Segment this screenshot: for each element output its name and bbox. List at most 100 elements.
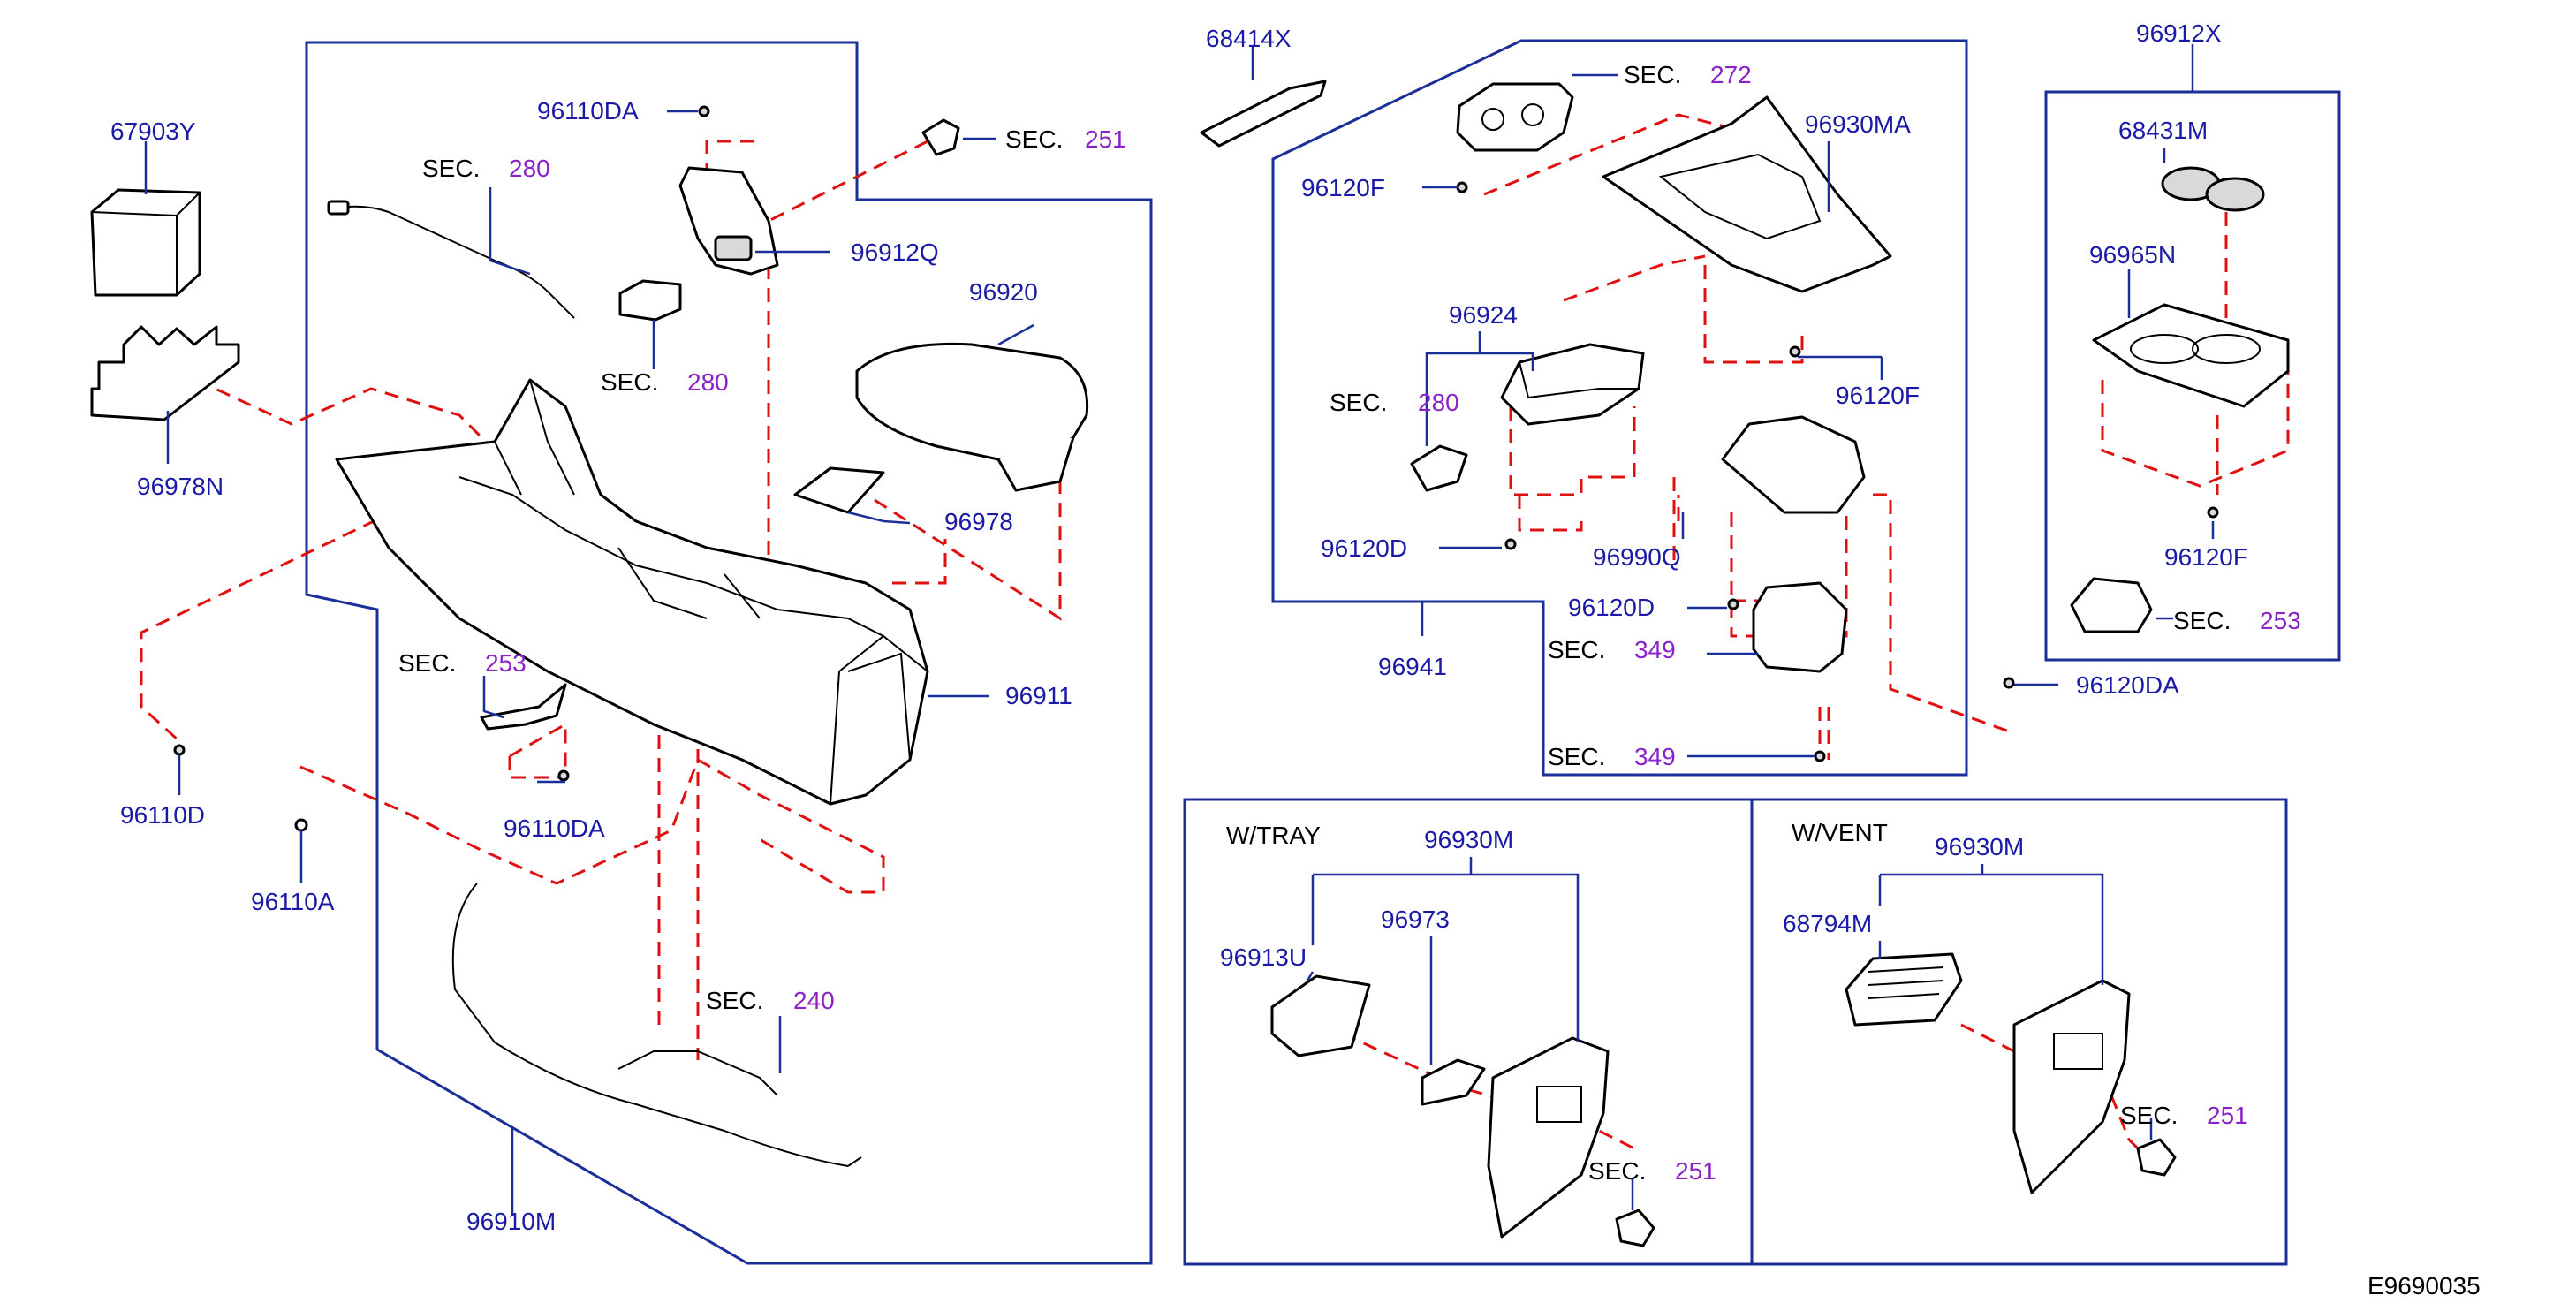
part-unit-sec349[interactable] xyxy=(1752,581,1848,673)
part-96978N-bracket[interactable] xyxy=(90,325,240,421)
part-rear-finisher-vent[interactable] xyxy=(2012,979,2131,1194)
screw-sec349[interactable] xyxy=(1814,750,1826,762)
screw-96120F-a[interactable] xyxy=(1456,181,1468,193)
sec-ref-280-a[interactable]: SEC. 280 xyxy=(422,155,550,182)
svg-text:251: 251 xyxy=(1085,125,1126,153)
part-96910M-harness[interactable] xyxy=(451,883,862,1167)
clip-96110A[interactable] xyxy=(294,818,308,832)
part-68414X-trim-strip[interactable] xyxy=(1200,80,1327,148)
sec-ref-280-b[interactable]: SEC. 280 xyxy=(601,368,729,396)
label-96110DA-mid: 96110DA xyxy=(504,815,605,842)
sec-ref-253-b[interactable]: SEC. 253 xyxy=(2173,607,2301,634)
part-harness-sec280[interactable] xyxy=(327,200,575,319)
label-96120F-c: 96120F xyxy=(2164,543,2248,571)
sec-ref-251-c[interactable]: SEC. 251 xyxy=(2120,1102,2248,1129)
svg-text:272: 272 xyxy=(1710,61,1752,88)
sec-ref-280-c[interactable]: SEC. 280 xyxy=(1330,389,1459,416)
part-clip-sec251-vent[interactable] xyxy=(2136,1138,2177,1177)
part-switch-sec253[interactable] xyxy=(2070,577,2153,633)
part-clip-sec251[interactable] xyxy=(921,118,960,156)
sec-ref-349-b[interactable]: SEC. 349 xyxy=(1548,743,1676,770)
screw-96120F-b[interactable] xyxy=(1789,345,1801,358)
sec-ref-251-a[interactable]: SEC. 251 xyxy=(1005,125,1126,153)
screw-96120DA[interactable] xyxy=(2003,677,2015,689)
svg-text:240: 240 xyxy=(793,987,835,1014)
screw-96110DA-mid[interactable] xyxy=(557,769,570,782)
label-96120DA: 96120DA xyxy=(2076,671,2179,699)
label-96930MA: 96930MA xyxy=(1805,110,1911,138)
svg-text:251: 251 xyxy=(2207,1102,2248,1129)
svg-text:280: 280 xyxy=(687,368,729,396)
part-clip-sec251-tray[interactable] xyxy=(1615,1209,1655,1247)
leader-lines xyxy=(144,44,2215,1215)
svg-text:SEC.: SEC. xyxy=(706,987,763,1014)
label-96978N: 96978N xyxy=(137,473,224,500)
main-console-frame xyxy=(305,41,1153,1265)
svg-text:SEC.: SEC. xyxy=(1588,1157,1646,1185)
part-96990Q-bracket[interactable] xyxy=(1721,415,1866,514)
part-96912Q-bracket[interactable] xyxy=(678,166,779,276)
label-96912Q: 96912Q xyxy=(851,239,939,266)
label-96110DA-top: 96110DA xyxy=(537,97,639,125)
part-96913U-bracket[interactable] xyxy=(1270,974,1371,1057)
part-68431M-mats[interactable] xyxy=(2161,166,2265,212)
svg-text:253: 253 xyxy=(485,649,527,677)
part-96978-mat[interactable] xyxy=(793,466,885,514)
svg-text:SEC.: SEC. xyxy=(1005,125,1063,153)
label-67903Y: 67903Y xyxy=(110,117,196,145)
label-96110A: 96110A xyxy=(251,888,335,915)
part-67903Y-pad[interactable] xyxy=(90,188,201,297)
svg-text:SEC.: SEC. xyxy=(1548,636,1605,663)
screw-96110DA-top[interactable] xyxy=(698,105,710,117)
label-96110D: 96110D xyxy=(120,801,205,829)
sec-ref-251-b[interactable]: SEC. 251 xyxy=(1588,1157,1716,1185)
label-96941: 96941 xyxy=(1378,653,1447,680)
label-68414X: 68414X xyxy=(1206,25,1292,52)
screw-96120D-b[interactable] xyxy=(1727,598,1739,610)
label-96913U: 96913U xyxy=(1220,943,1307,971)
part-96930MA-upper-finisher[interactable] xyxy=(1602,95,1892,293)
label-96910M: 96910M xyxy=(466,1208,556,1235)
part-rear-finisher-tray[interactable] xyxy=(1487,1036,1610,1239)
label-w-vent: W/VENT xyxy=(1792,819,1888,846)
label-96924: 96924 xyxy=(1449,301,1518,329)
upper-trim-frame xyxy=(1271,39,1968,777)
part-96924-pocket[interactable] xyxy=(1500,343,1645,426)
label-96973: 96973 xyxy=(1381,906,1450,933)
diagram-id: E9690035 xyxy=(2368,1272,2481,1300)
svg-text:SEC.: SEC. xyxy=(422,155,480,182)
w-tray-frame xyxy=(1183,798,1754,1266)
part-96920-armrest-lid[interactable] xyxy=(855,342,1089,492)
w-vent-frame xyxy=(1750,798,2288,1266)
part-96973-tray[interactable] xyxy=(1421,1058,1486,1106)
svg-text:SEC.: SEC. xyxy=(1548,743,1605,770)
part-96965N-cupholder[interactable] xyxy=(2092,303,2290,408)
svg-text:SEC.: SEC. xyxy=(1330,389,1387,416)
label-96120F-b: 96120F xyxy=(1836,382,1920,409)
part-68794M-vent[interactable] xyxy=(1845,952,1963,1027)
svg-text:349: 349 xyxy=(1634,636,1676,663)
svg-text:280: 280 xyxy=(1418,389,1459,416)
part-panel-sec272[interactable] xyxy=(1456,82,1574,152)
label-68431M: 68431M xyxy=(2118,117,2208,144)
svg-text:SEC.: SEC. xyxy=(601,368,658,396)
part-bracket-sec253[interactable] xyxy=(480,683,567,731)
screw-96120F-c[interactable] xyxy=(2207,506,2219,519)
part-switch-sec280[interactable] xyxy=(618,279,682,322)
svg-text:251: 251 xyxy=(1675,1157,1716,1185)
label-96920: 96920 xyxy=(969,278,1038,306)
svg-text:SEC.: SEC. xyxy=(2173,607,2231,634)
sec-ref-253-a[interactable]: SEC. 253 xyxy=(398,649,527,677)
label-96120F-a: 96120F xyxy=(1301,174,1385,201)
part-switch-sec280-mid[interactable] xyxy=(1410,444,1468,492)
label-96930M-vent: 96930M xyxy=(1935,833,2024,860)
svg-text:SEC.: SEC. xyxy=(1624,61,1681,88)
sec-ref-349-a[interactable]: SEC. 349 xyxy=(1548,636,1676,663)
screw-96110D[interactable] xyxy=(173,744,186,756)
screw-96120D-a[interactable] xyxy=(1504,538,1517,550)
part-96911-console-body[interactable] xyxy=(335,378,929,806)
sec-ref-240[interactable]: SEC. 240 xyxy=(706,987,835,1014)
sec-ref-272[interactable]: SEC. 272 xyxy=(1624,61,1752,88)
label-96120D-b: 96120D xyxy=(1568,594,1655,621)
svg-text:SEC.: SEC. xyxy=(2120,1102,2178,1129)
